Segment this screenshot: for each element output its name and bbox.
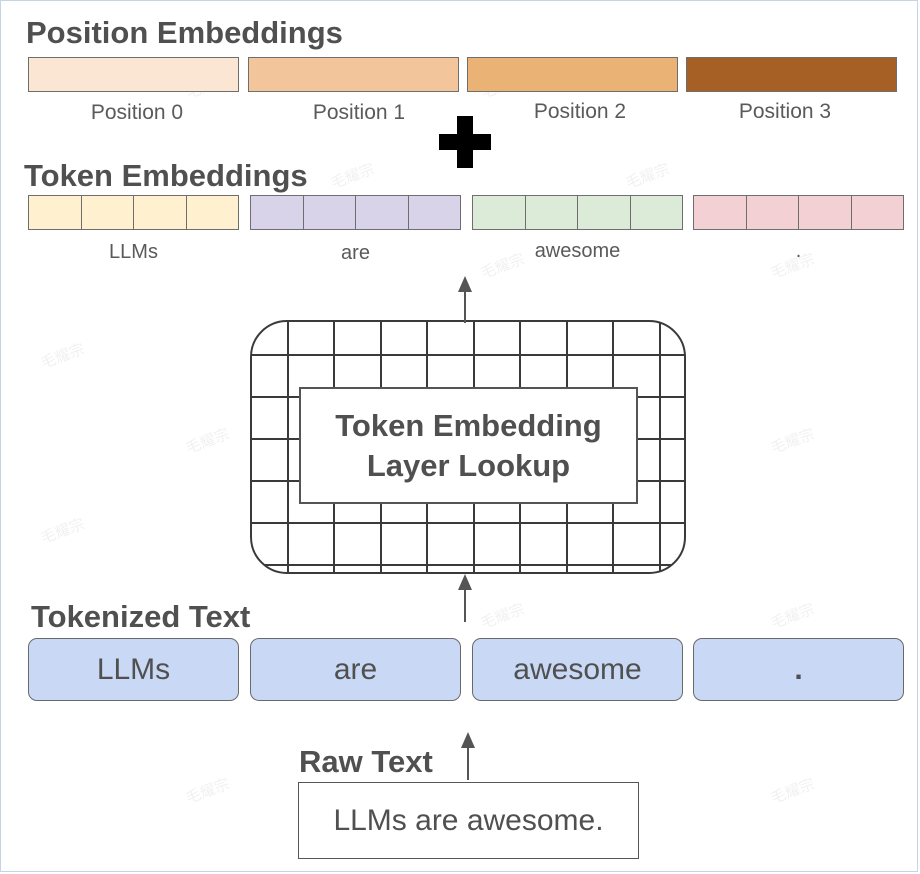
- embedding-cell: [747, 196, 799, 229]
- tokenized-token-1: are: [250, 638, 461, 701]
- token-embedding-group-1: [250, 195, 461, 230]
- token-embedding-lookup-label: Token Embedding Layer Lookup: [299, 387, 638, 504]
- lookup-label-line-1: Token Embedding: [335, 407, 602, 443]
- position-label-1: Position 1: [312, 101, 406, 124]
- token-label-0: LLMs: [109, 241, 158, 263]
- embedding-cell: [82, 196, 134, 229]
- embedding-cell: [134, 196, 187, 229]
- embedding-cell: [187, 196, 239, 229]
- token-embedding-group-2: [472, 195, 683, 230]
- token-embedding-group-0: [28, 195, 239, 230]
- embedding-cell: [29, 196, 82, 229]
- embedding-cell: [694, 196, 747, 229]
- position-embedding-bar-1: [248, 57, 459, 92]
- embedding-cell: [799, 196, 852, 229]
- token-label-1: are: [341, 242, 370, 264]
- position-embeddings-title: Position Embeddings: [26, 15, 343, 50]
- position-embedding-bar-2: [467, 57, 678, 92]
- position-label-0: Position 0: [90, 101, 184, 124]
- embedding-cell: [578, 196, 631, 229]
- embedding-cell: [473, 196, 526, 229]
- embedding-cell: [526, 196, 578, 229]
- embedding-cell: [356, 196, 409, 229]
- position-label-3: Position 3: [738, 100, 832, 123]
- raw-text-box: LLMs are awesome.: [298, 782, 639, 859]
- token-embedding-group-3: [693, 195, 904, 230]
- embedding-cell: [852, 196, 904, 229]
- position-label-2: Position 2: [533, 100, 627, 123]
- token-label-3: .: [795, 240, 802, 262]
- token-label-2: awesome: [534, 240, 621, 262]
- embedding-cell: [631, 196, 683, 229]
- lookup-label-line-2: Layer Lookup: [366, 447, 571, 483]
- tokenized-text-title: Tokenized Text: [31, 599, 251, 634]
- token-embeddings-title: Token Embeddings: [24, 158, 308, 193]
- raw-text-title: Raw Text: [299, 744, 433, 779]
- embedding-cell: [409, 196, 461, 229]
- plus-icon: [439, 116, 491, 168]
- tokenized-token-0: LLMs: [28, 638, 239, 701]
- position-embedding-bar-0: [28, 57, 239, 92]
- tokenized-token-2: awesome: [472, 638, 683, 701]
- tokenized-token-3: .: [693, 638, 904, 701]
- position-embedding-bar-3: [686, 57, 897, 92]
- embedding-cell: [251, 196, 304, 229]
- embedding-cell: [304, 196, 356, 229]
